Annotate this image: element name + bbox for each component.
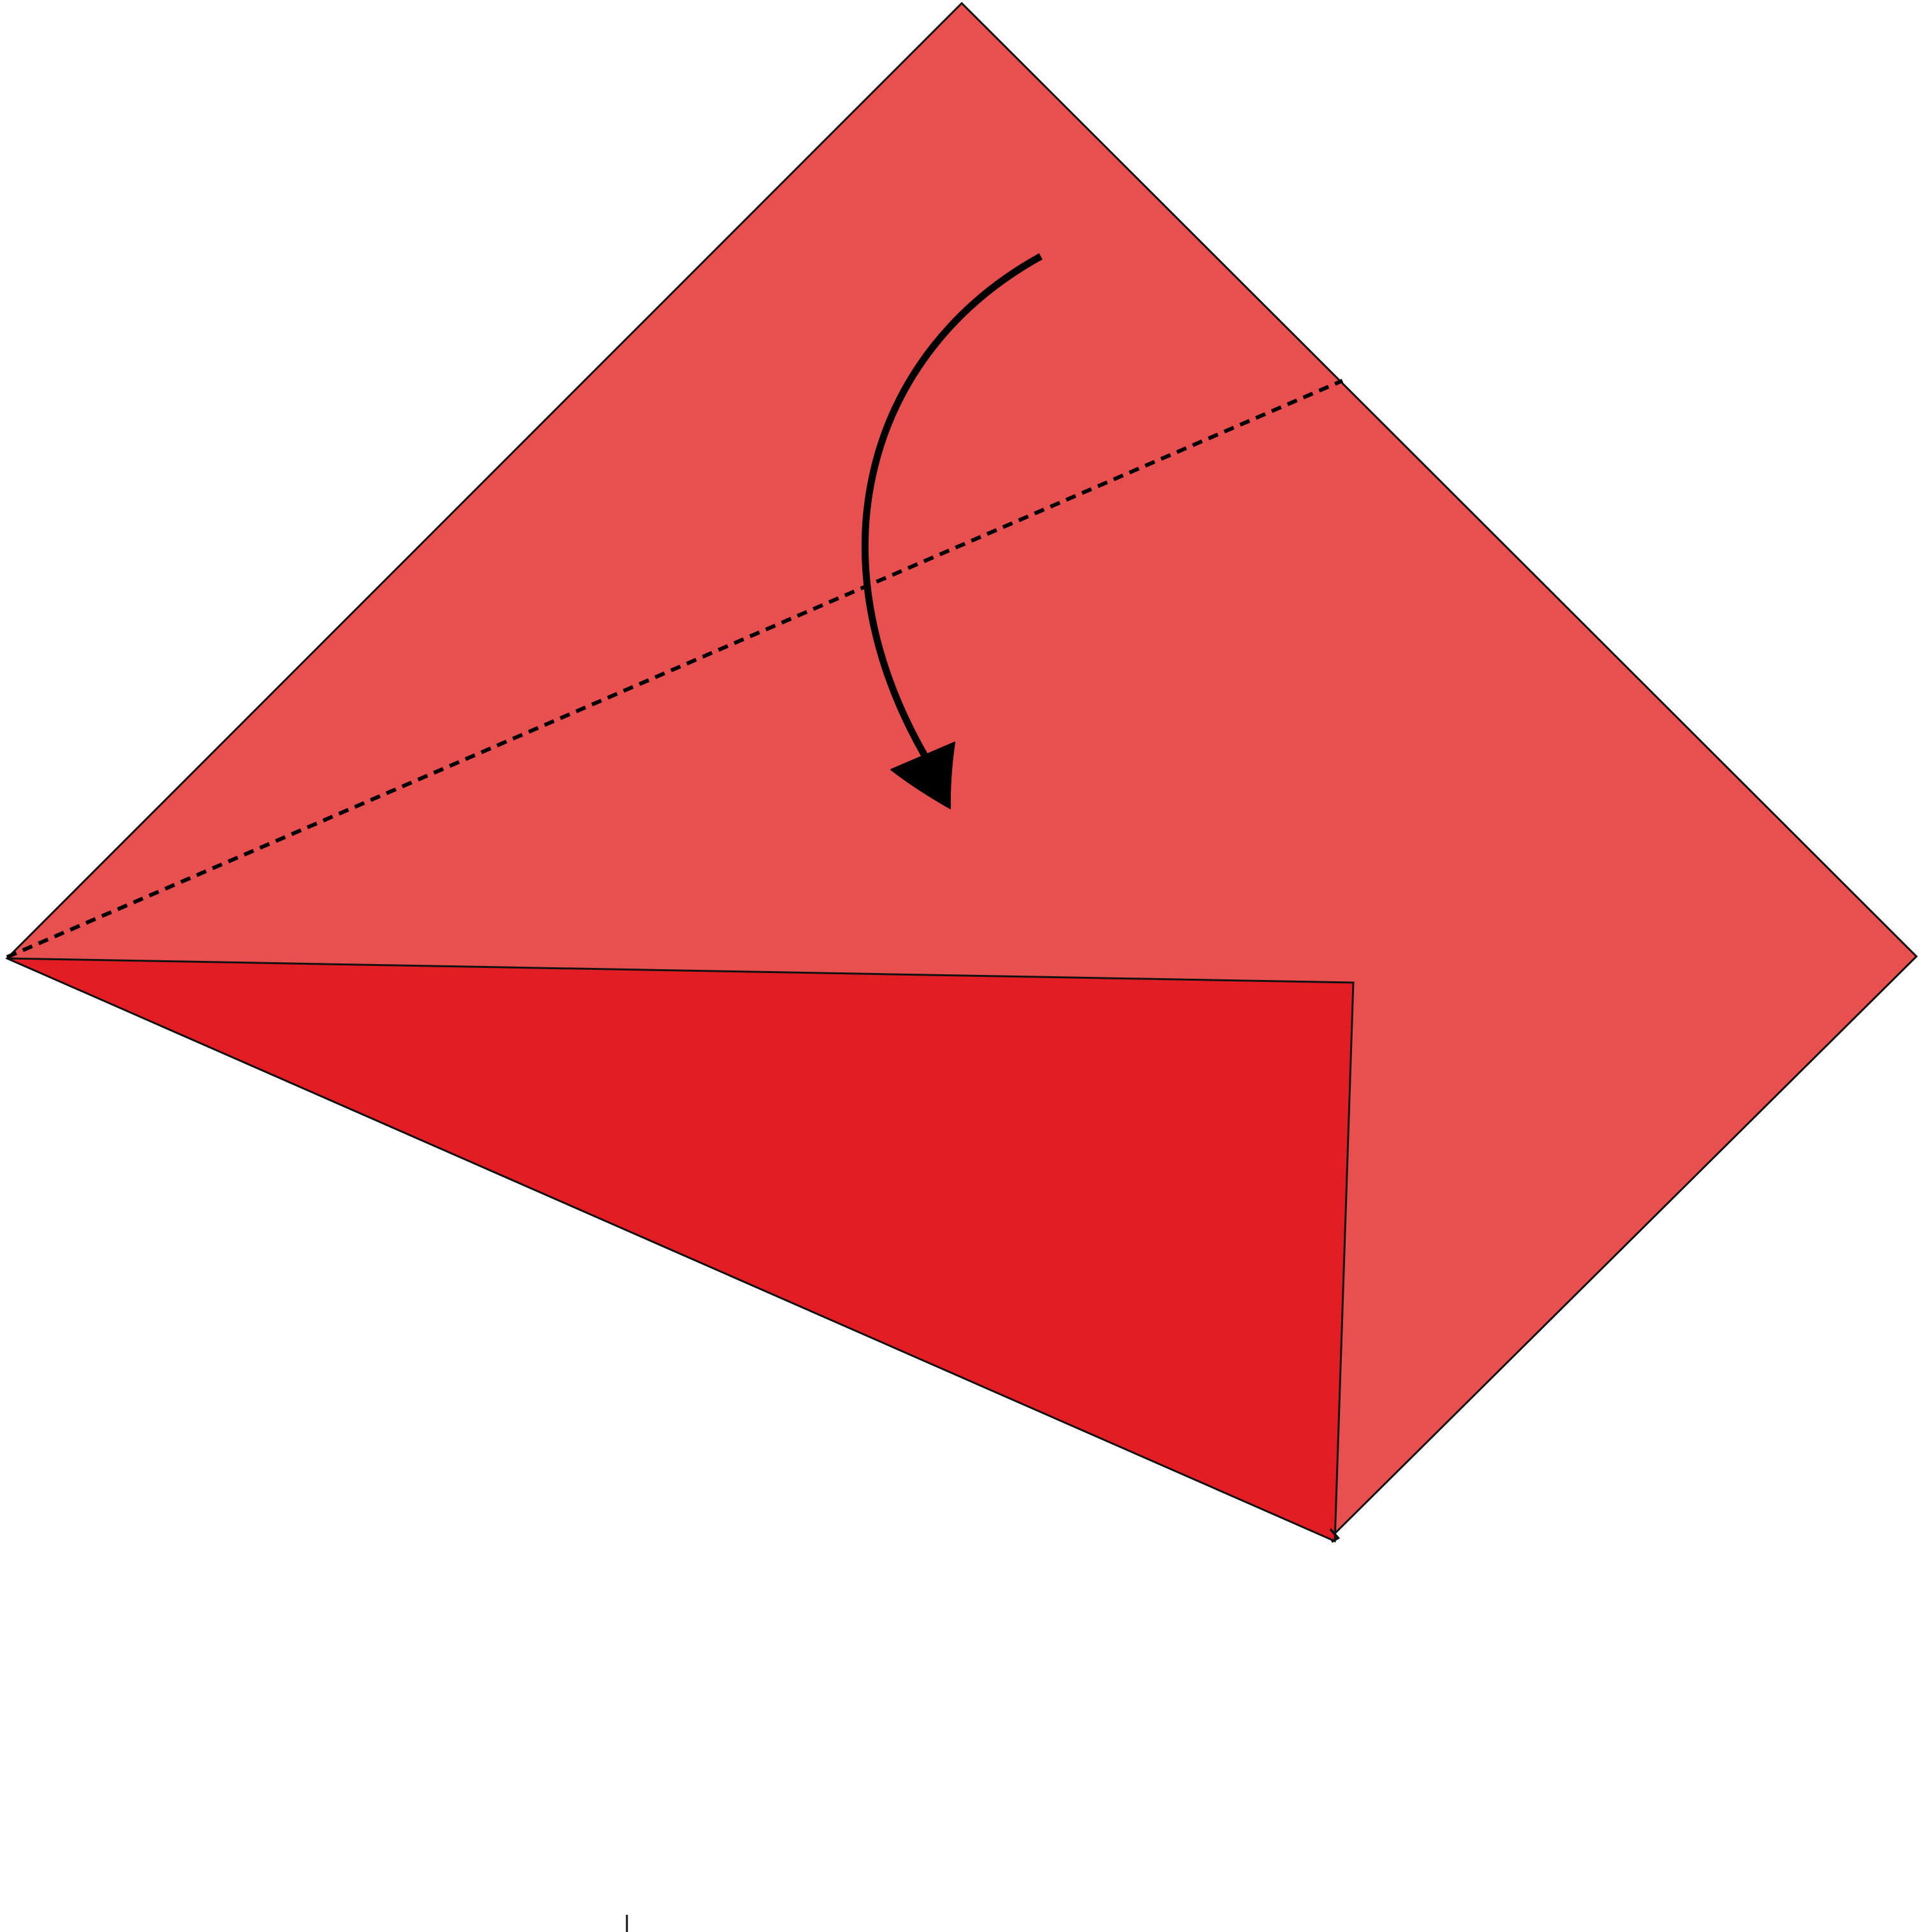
valley-fold-line xyxy=(6,379,1344,959)
curved-arrow-down-icon xyxy=(890,742,955,809)
fold-arrow-shaft xyxy=(862,253,1043,757)
corner-tick xyxy=(1329,1528,1341,1543)
folded-flap xyxy=(6,957,1355,1543)
